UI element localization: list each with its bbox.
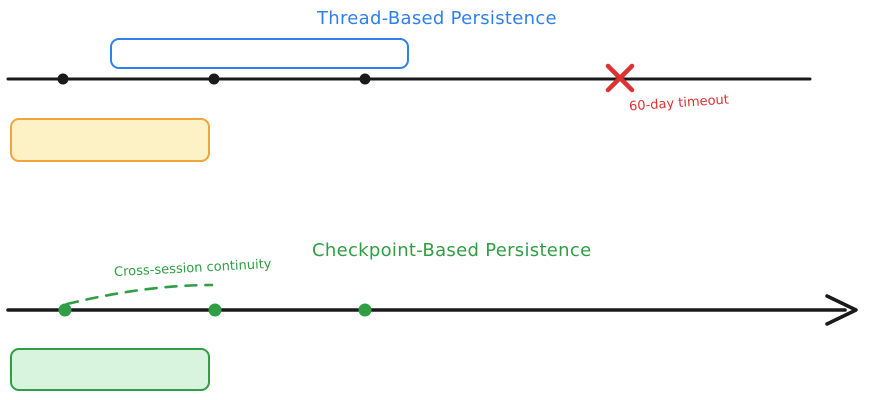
continuity-dashed-line	[65, 283, 214, 306]
thread-event-dot	[208, 73, 220, 85]
checkpoint-dot	[208, 303, 222, 317]
thread-window-box	[110, 38, 409, 69]
checkpoint-dot	[58, 303, 72, 317]
thread-event-dot	[57, 73, 69, 85]
thread-timeline-title: Thread-Based Persistence	[317, 8, 557, 29]
checkpoint-dot	[358, 303, 372, 317]
continuity-label: Cross-session continuity	[113, 256, 272, 281]
timeout-label: 60-day timeout	[628, 92, 730, 115]
thread-event-dot	[359, 73, 371, 85]
thread-session-box	[10, 118, 210, 162]
checkpoint-session-box	[10, 348, 210, 391]
timeout-x-icon	[605, 63, 635, 93]
arrowhead-icon	[825, 294, 858, 326]
checkpoint-timeline-title: Checkpoint-Based Persistence	[312, 240, 592, 261]
